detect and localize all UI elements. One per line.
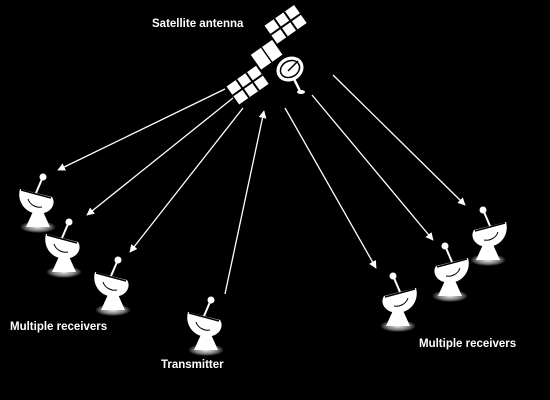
uplink-arrow <box>224 110 267 295</box>
downlink-arrows-right <box>284 74 466 269</box>
downlink-arrow <box>284 107 377 269</box>
downlink-arrow <box>86 97 234 216</box>
satellite-icon <box>226 5 307 105</box>
uplink-arrow-group <box>224 110 267 295</box>
transmitter-dish <box>186 295 225 357</box>
satellite-dish-icon <box>431 241 470 303</box>
satellite-dish-icon <box>469 205 508 267</box>
right-receivers-label: Multiple receivers <box>419 338 517 350</box>
satellite-dish-icon <box>379 271 418 333</box>
transmitter-label: Transmitter <box>161 359 224 371</box>
downlink-arrow <box>129 107 244 253</box>
downlink-arrows-left <box>57 88 244 253</box>
satellite-dish-icon <box>18 172 58 234</box>
left-receivers <box>18 172 132 317</box>
downlink-arrow <box>311 94 434 241</box>
satellite-dish-icon <box>186 295 225 357</box>
satellite-dish-icon <box>93 255 132 317</box>
right-receivers <box>379 205 508 333</box>
downlink-arrow <box>57 88 226 171</box>
downlink-arrow <box>332 74 466 206</box>
satellite-label: Satellite antenna <box>152 18 244 30</box>
left-receivers-label: Multiple receivers <box>10 321 108 333</box>
